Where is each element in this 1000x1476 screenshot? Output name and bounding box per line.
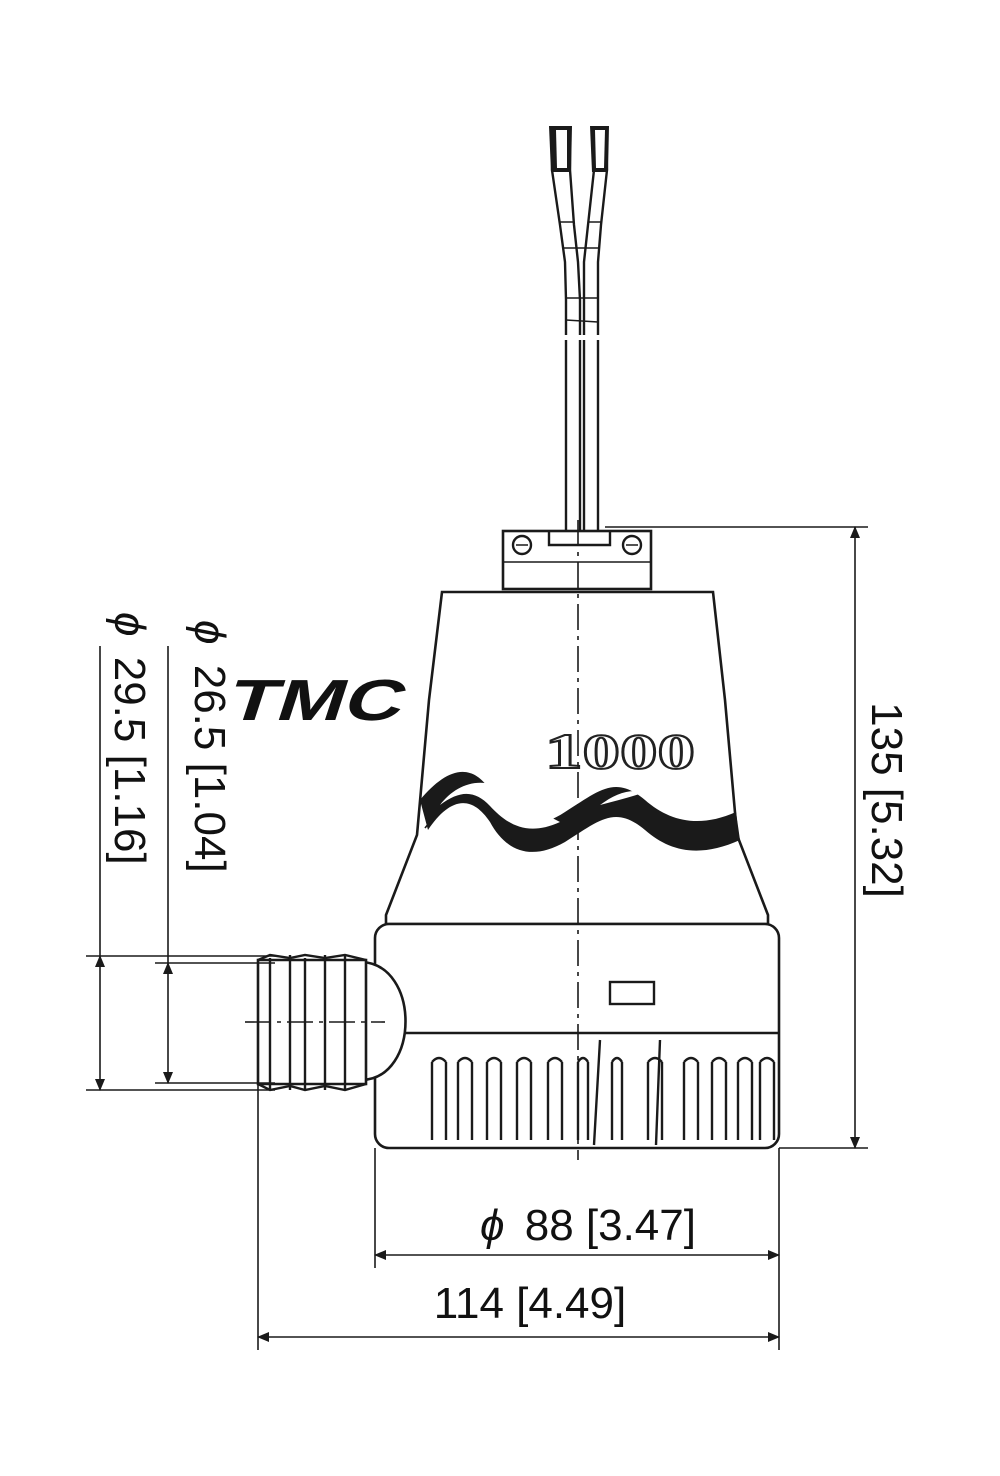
intake-slot [758, 1056, 776, 1140]
body-diameter-dimension: ϕ 88 [3.47] [374, 1148, 780, 1350]
wire-tip-left [549, 126, 572, 172]
outlet-inner-diameter-value: 26.5 [1.04] [185, 665, 234, 873]
intake-slot [646, 1056, 664, 1140]
diameter-symbol: ϕ [185, 620, 234, 644]
body-diameter-label: ϕ 88 [3.47] [480, 1201, 696, 1250]
total-width-dimension: 114 [4.49] [257, 1084, 780, 1350]
intake-slot [430, 1056, 448, 1140]
wire-tip-right [590, 126, 609, 172]
intake-slot [456, 1056, 474, 1140]
diameter-symbol: ϕ [480, 1201, 504, 1250]
intake-slot [710, 1056, 728, 1140]
power-wires [549, 126, 609, 535]
outlet-outer-diameter-label: ϕ 29.5 [1.16] [105, 612, 154, 865]
outlet-inner-diameter-label: ϕ 26.5 [1.04] [185, 620, 234, 873]
wave-logo-band [420, 771, 740, 852]
outlet-outer-diameter-value: 29.5 [1.16] [105, 657, 154, 865]
intake-slot [610, 1056, 624, 1140]
intake-slot [736, 1056, 754, 1140]
intake-slot [682, 1056, 700, 1140]
total-width-label: 114 [4.49] [434, 1279, 626, 1328]
indicator-slot [608, 980, 656, 1006]
outlet-diameter-dimensions: ϕ 29.5 [1.16] ϕ 26.5 [1.04] [86, 612, 275, 1091]
centerlines [245, 520, 579, 1160]
diameter-symbol: ϕ [105, 612, 154, 636]
intake-divider [592, 1039, 662, 1146]
height-dimension-label: 135 [5.32] [862, 702, 911, 898]
brand-logo: TMC [220, 667, 416, 732]
body-diameter-value: 88 [3.47] [525, 1201, 696, 1250]
model-number: 1000 [545, 723, 695, 779]
intake-slots [430, 1039, 776, 1146]
intake-slot [546, 1056, 564, 1140]
intake-slot [485, 1056, 503, 1140]
intake-slot [515, 1056, 533, 1140]
height-dimension: 135 [5.32] [605, 526, 911, 1149]
cable-gland [501, 529, 653, 591]
